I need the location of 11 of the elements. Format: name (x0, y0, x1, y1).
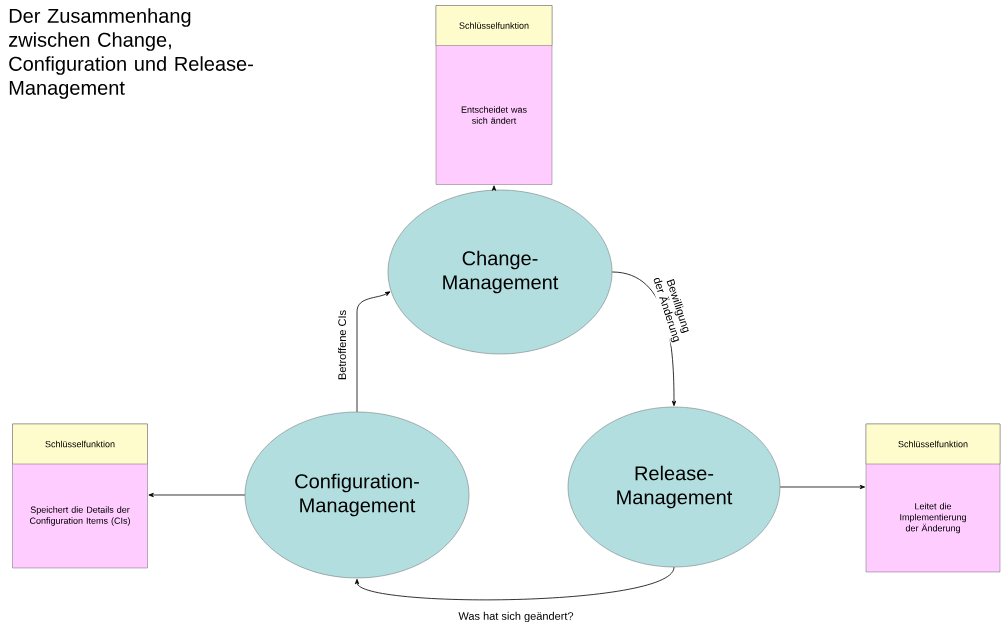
key-function-box: Schlüsselfunktion Speichert die Details der Configuration Items (CIs) (12, 423, 148, 569)
arrow (491, 185, 497, 191)
key-function-box: Schlüsselfunktion Leitet die Implementierung der Änderung (865, 423, 1001, 573)
edge-label: Was hat sich geändert? (457, 610, 575, 624)
edge-label: Betroffene CIs (336, 308, 348, 382)
arrow (779, 484, 866, 490)
title: Der Zusammenhang zwischen Change, Configuration und Release-Management (9, 8, 253, 99)
arrow (148, 492, 246, 498)
arrow (356, 291, 391, 413)
arrow (354, 566, 675, 601)
key-function-box: Schlüsselfunktion Entscheidet was sich ändert (435, 5, 553, 185)
